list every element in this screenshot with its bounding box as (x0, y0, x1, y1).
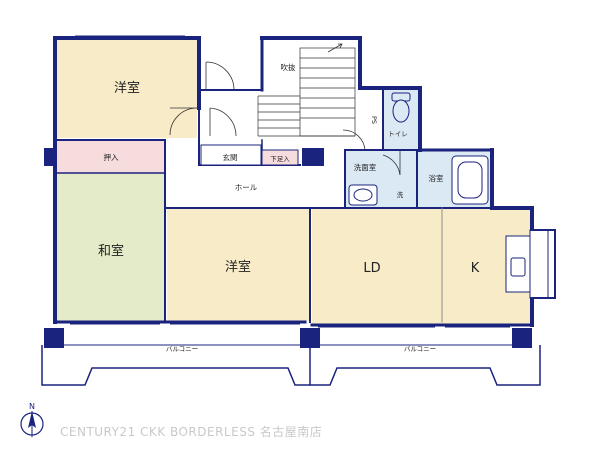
washbasin-fixture (348, 184, 378, 206)
pillars (44, 148, 532, 348)
window-marks (70, 35, 510, 328)
washitsu-room (57, 173, 165, 321)
label-toilet: トイレ (388, 130, 408, 138)
label-kitchen: K (471, 261, 480, 276)
north-compass-icon: N (20, 402, 44, 437)
label-bathroom: 浴室 (429, 173, 444, 183)
western-room-center (167, 208, 310, 321)
ld-room (312, 208, 442, 325)
bathtub-fixture (451, 155, 489, 205)
toilet-fixture (391, 92, 411, 123)
label-washitsu: 和室 (98, 243, 124, 259)
label-washroom: 洗面室 (354, 162, 377, 172)
label-fukinuke: 吹抜 (281, 62, 296, 72)
watermark-text: CENTURY21 CKK BORDERLESS 名古屋南店 (60, 425, 323, 439)
shoes-box (261, 149, 299, 166)
label-ld: LD (363, 261, 380, 276)
walls (53, 36, 534, 327)
label-shoes-box: 下足入 (270, 155, 290, 163)
oshiire-closet (57, 140, 165, 173)
kitchen-counter (505, 229, 549, 299)
compass-letter: N (29, 402, 35, 411)
balconies (41, 344, 541, 386)
label-genkan: 玄関 (223, 152, 238, 162)
label-western-room-top: 洋室 (114, 80, 140, 96)
doors (169, 61, 401, 176)
label-balcony-left: バルコニー (166, 345, 198, 353)
label-ps: PS (370, 116, 378, 124)
staircase (257, 47, 356, 137)
label-balcony-right: バルコニー (404, 345, 436, 353)
kitchen-bay-window (530, 229, 556, 299)
label-hall: ホール (235, 183, 258, 192)
genkan-floor (200, 144, 262, 166)
label-oshiire: 押入 (104, 152, 119, 162)
stair-direction-arrow (327, 43, 343, 53)
label-laundry: 洗 (397, 190, 404, 199)
label-western-room-center: 洋室 (225, 259, 251, 275)
